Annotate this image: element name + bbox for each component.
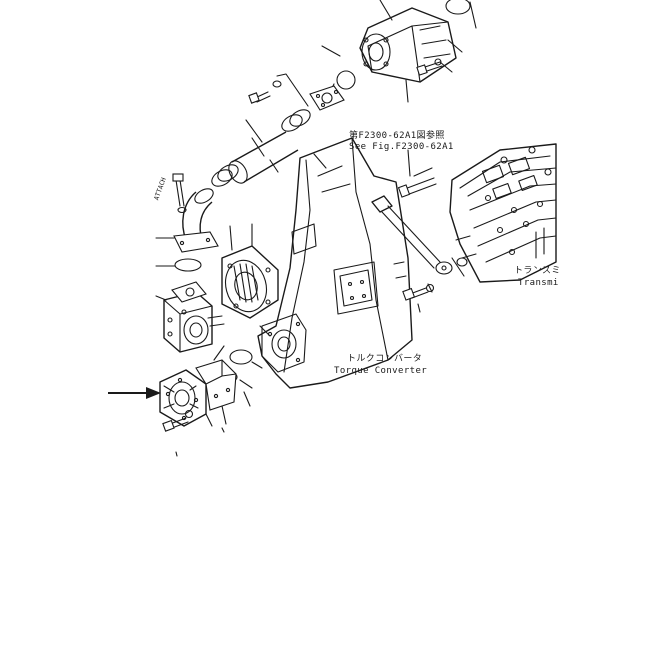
reference-english: See Fig.F2300-62A1: [349, 142, 454, 152]
control-linkage: [371, 149, 468, 293]
flange-plate: [309, 85, 345, 111]
bolt-right-mid: [402, 283, 435, 313]
gasket: [174, 258, 202, 272]
transmission-japanese: トランスミ: [514, 265, 561, 276]
hose-clamps: [211, 109, 311, 187]
pointer-arrow: [108, 387, 161, 399]
housing-gasket: [229, 349, 253, 365]
torque-converter-japanese: トルクコンバータ: [347, 353, 422, 364]
transmission-english: Transmi: [518, 278, 559, 288]
torque-converter-english: Torque Converter: [334, 366, 427, 376]
square-pump-block: [155, 281, 225, 353]
hose-tube: [228, 119, 299, 184]
bolt-set-top: [248, 73, 309, 107]
target-pump: [159, 345, 237, 427]
bolt-right-upper: [416, 58, 443, 76]
torque-converter-housing: [257, 137, 413, 389]
bolt-left-top: ATTACH: [152, 173, 187, 214]
drive-gear-assembly: [221, 223, 279, 337]
svg-text:ATTACH: ATTACH: [152, 176, 168, 201]
reference-japanese: 第F2300-62A1図参照: [349, 129, 445, 141]
elbow-pipe: [155, 188, 219, 253]
bolt-set-bottom: [162, 409, 225, 457]
o-ring: [336, 70, 356, 90]
transmission-assembly: [449, 143, 557, 283]
upper-pump-assembly: [359, 0, 477, 83]
